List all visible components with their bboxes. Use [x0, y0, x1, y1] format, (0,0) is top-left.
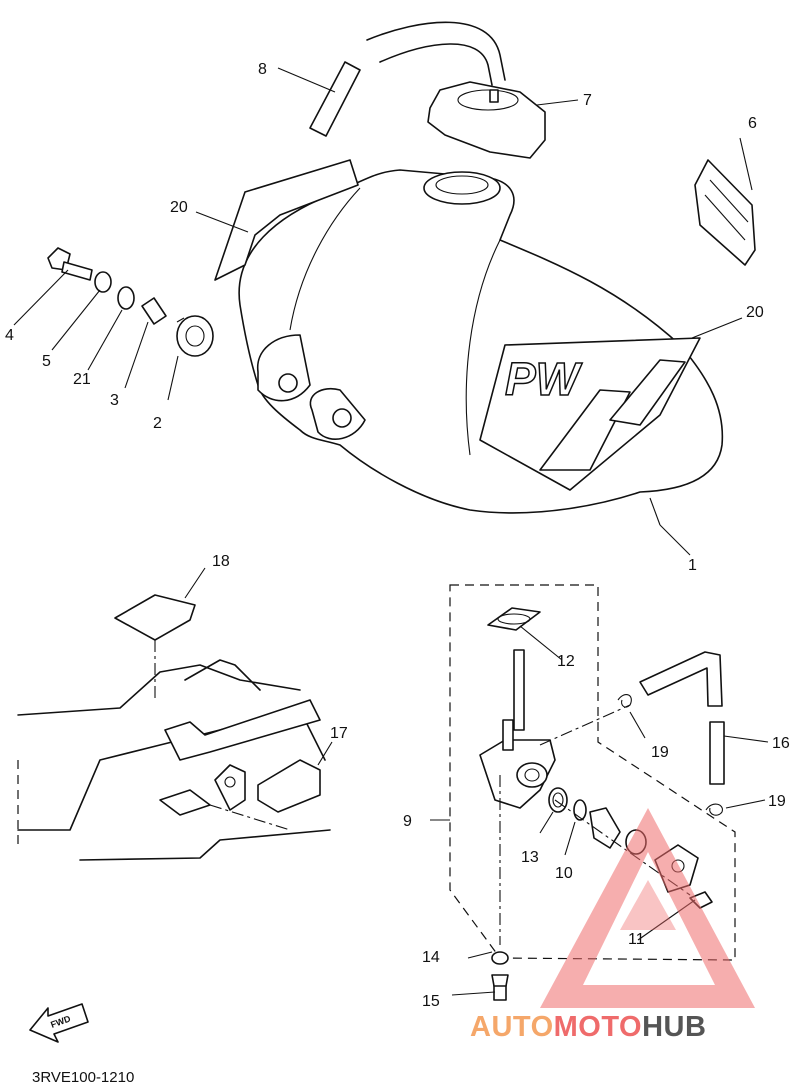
hose-clip-1 [617, 694, 632, 708]
bolt [47, 247, 93, 281]
callout-numbers: 1 2 3 4 5 6 7 8 9 10 11 12 13 14 15 16 1… [5, 61, 790, 1010]
fwd-arrow: FWD [29, 1003, 89, 1043]
callout-9: 9 [403, 813, 412, 830]
washer-2 [117, 286, 135, 310]
callout-17: 17 [330, 725, 348, 742]
breather-hose [309, 21, 506, 137]
gasket [694, 159, 756, 266]
watermark-moto: MOTO [554, 1011, 642, 1043]
hose-clip-2 [705, 803, 723, 816]
callout-20a: 20 [170, 199, 188, 216]
drain-washer [491, 951, 509, 965]
leader-lines [13, 67, 769, 996]
callout-12: 12 [557, 653, 575, 670]
watermark-hub: HUB [642, 1011, 706, 1043]
callout-8: 8 [258, 61, 267, 78]
tank-decal: PW [479, 337, 701, 491]
callout-11: 11 [628, 931, 645, 948]
diagram-code: 3RVE100-1210 [32, 1069, 134, 1086]
callout-18: 18 [212, 553, 230, 570]
callout-15: 15 [422, 993, 440, 1010]
callout-4: 4 [5, 327, 14, 344]
svg-text:AUTOMOTOHUB: AUTOMOTOHUB [470, 1011, 706, 1043]
callout-14: 14 [422, 949, 440, 966]
callout-16: 16 [772, 735, 790, 752]
collar [141, 297, 167, 325]
callout-6: 6 [748, 115, 757, 132]
callout-10: 10 [555, 865, 573, 882]
decal-text: PW [505, 353, 583, 405]
callout-2: 2 [153, 415, 162, 432]
callout-7: 7 [583, 92, 592, 109]
frame-detail [17, 594, 331, 861]
callout-19b: 19 [768, 793, 786, 810]
fuel-cap [427, 81, 546, 159]
watermark-auto: AUTO [470, 1011, 554, 1043]
washer [94, 271, 112, 293]
fuel-hose [639, 651, 725, 785]
callout-13: 13 [521, 849, 539, 866]
callout-21: 21 [73, 371, 91, 388]
callout-19a: 19 [651, 744, 669, 761]
watermark-triangle [540, 808, 755, 1008]
callout-3: 3 [110, 392, 119, 409]
callout-5: 5 [42, 353, 51, 370]
tank-bracket-left [214, 159, 359, 281]
callout-1: 1 [688, 557, 697, 574]
drain-bolt [491, 974, 509, 1001]
callout-20b: 20 [746, 304, 764, 321]
watermark: AUTOMOTOHUB [470, 808, 755, 1043]
grommet [176, 315, 214, 357]
